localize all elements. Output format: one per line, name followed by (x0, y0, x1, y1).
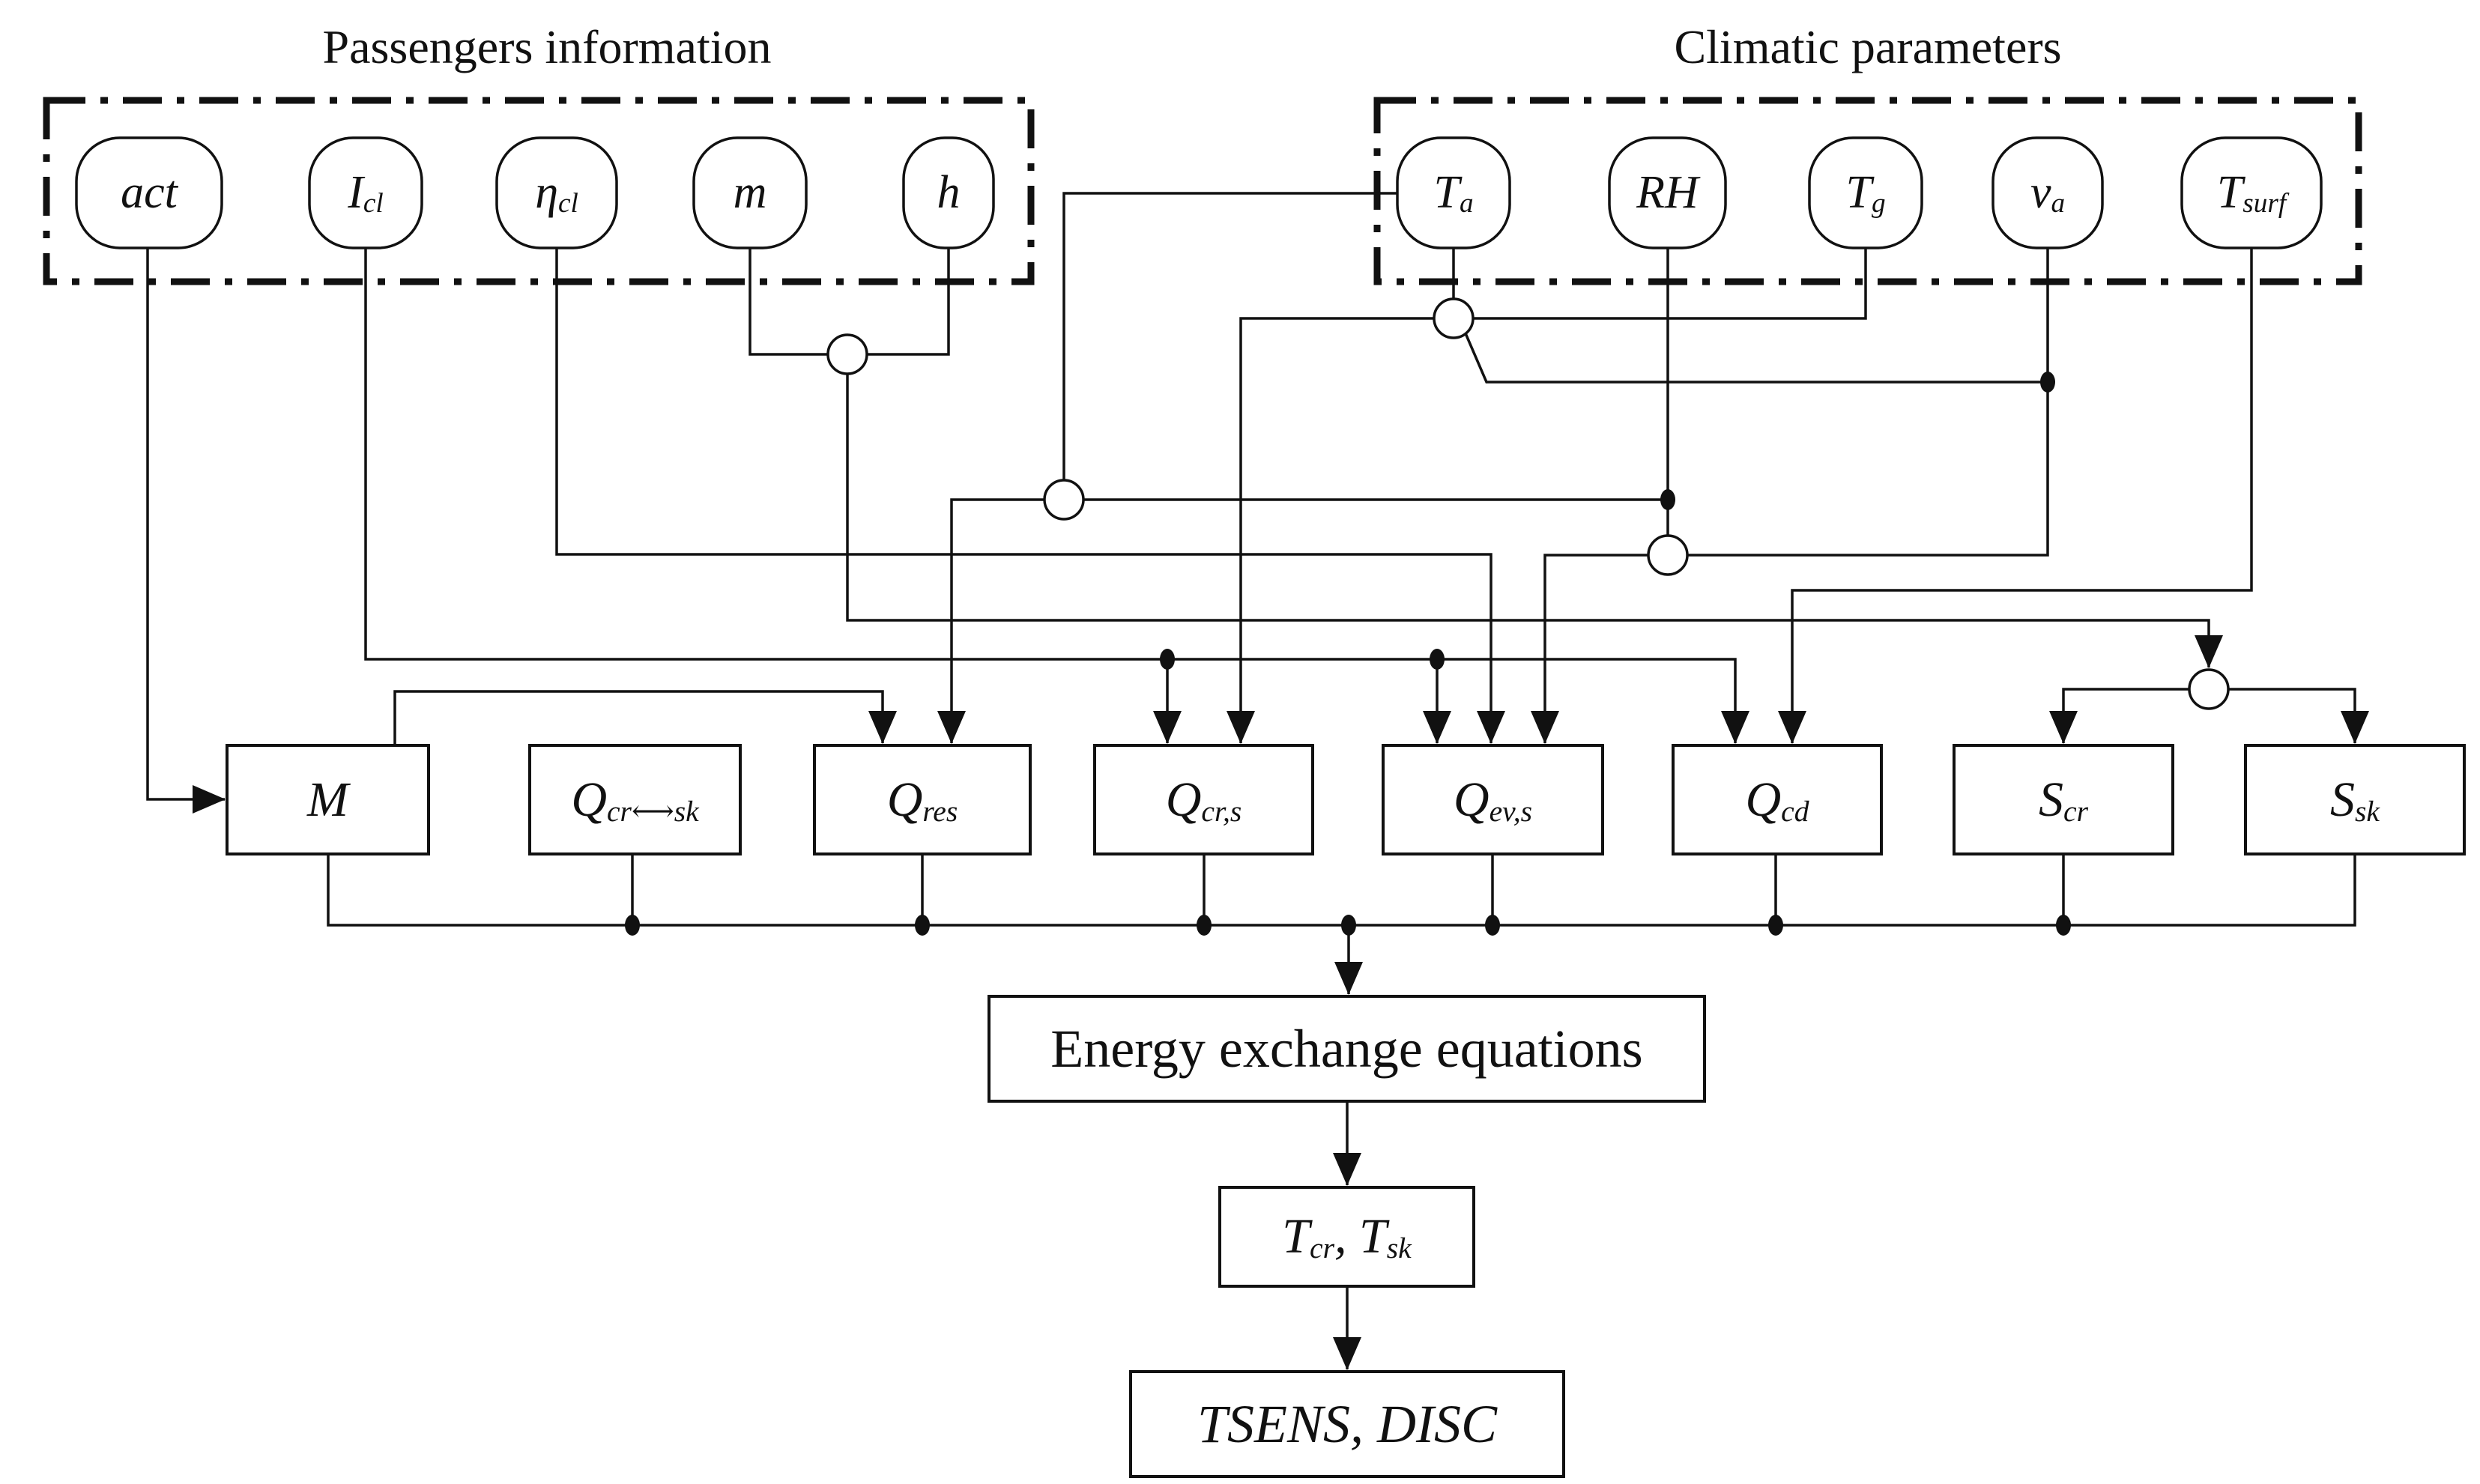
connector-Tsurf-to-Qcd (1778, 248, 2253, 744)
junction-dot-bus-Qcd (1768, 915, 1783, 936)
group-box-passengers (43, 97, 1035, 285)
junction-dot-bus-Qevs (1485, 915, 1500, 936)
connector-va-to-climcircle (1687, 248, 2049, 557)
connector-Ta-diagonal-to-va (1464, 333, 2048, 384)
junction-dot-bus-Qcrs (1197, 915, 1212, 936)
node-Qcrs-shape (1093, 744, 1314, 855)
node-Ssk-shape (2244, 744, 2466, 855)
node-Qevs-shape (1382, 744, 1604, 855)
connector-Ta-side-to-TaRHcircle (1062, 192, 1397, 480)
node-Qcd-shape (1672, 744, 1883, 855)
junction-dot-bus-Qres (915, 915, 930, 936)
junction-dot-bus-Scr (2056, 915, 2071, 936)
node-Qres-shape (813, 744, 1032, 855)
connector-Icl-main-to-Qcd (364, 248, 1749, 744)
node-TcrTsk-shape (1218, 1186, 1475, 1288)
connector-TaRH-to-Qres (937, 498, 1044, 744)
node-act-shape (75, 136, 223, 249)
connector-climcircle-to-Qevs (1531, 554, 1648, 744)
connector-M-to-Qres (393, 690, 897, 745)
connector-m-to-junction (748, 248, 828, 356)
junction-dot-RH (1660, 489, 1675, 510)
node-Qcrsk-shape (528, 744, 742, 855)
node-Tg-shape (1808, 136, 1923, 249)
connector-act-to-M (146, 248, 226, 814)
group-box-climatic (1373, 97, 2362, 285)
junction-circle-climate (1647, 534, 1689, 576)
junction-circle-mh (826, 333, 868, 375)
node-tsens-shape (1129, 1370, 1565, 1478)
node-energy-shape (988, 995, 1706, 1103)
node-RH-shape (1608, 136, 1727, 249)
node-M-shape (226, 744, 430, 855)
junction-circle-Ta (1433, 297, 1475, 339)
connector-Scircle-to-Scr (2049, 688, 2189, 744)
node-Icl-shape (308, 136, 423, 249)
junction-dot-bus-Qcrsk (625, 915, 640, 936)
node-va-shape (1991, 136, 2104, 249)
junction-circle-storage (2188, 668, 2230, 710)
connector-TaTg-to-Qcrs (1227, 317, 1434, 744)
junction-dot-va (2040, 372, 2055, 393)
connector-mh-to-Scircle (846, 374, 2223, 668)
junction-dot-Icl-Qcrs (1160, 649, 1175, 670)
node-m-shape (692, 136, 808, 249)
connector-Tg-to-Tacircle (1473, 248, 1867, 320)
node-Scr-shape (1953, 744, 2174, 855)
node-h-shape (902, 136, 995, 249)
node-etacl-shape (495, 136, 618, 249)
junction-circle-TaRH (1043, 479, 1085, 521)
junction-dot-Icl-Qevs (1430, 649, 1445, 670)
connector-h-to-junction (867, 248, 950, 356)
connector-etacl-to-Qevs (555, 248, 1505, 744)
connector-Scircle-to-Ssk (2228, 688, 2369, 744)
node-Tsurf-shape (2180, 136, 2323, 249)
node-Ta-shape (1396, 136, 1511, 249)
junction-dot-bus-energy (1341, 915, 1356, 936)
